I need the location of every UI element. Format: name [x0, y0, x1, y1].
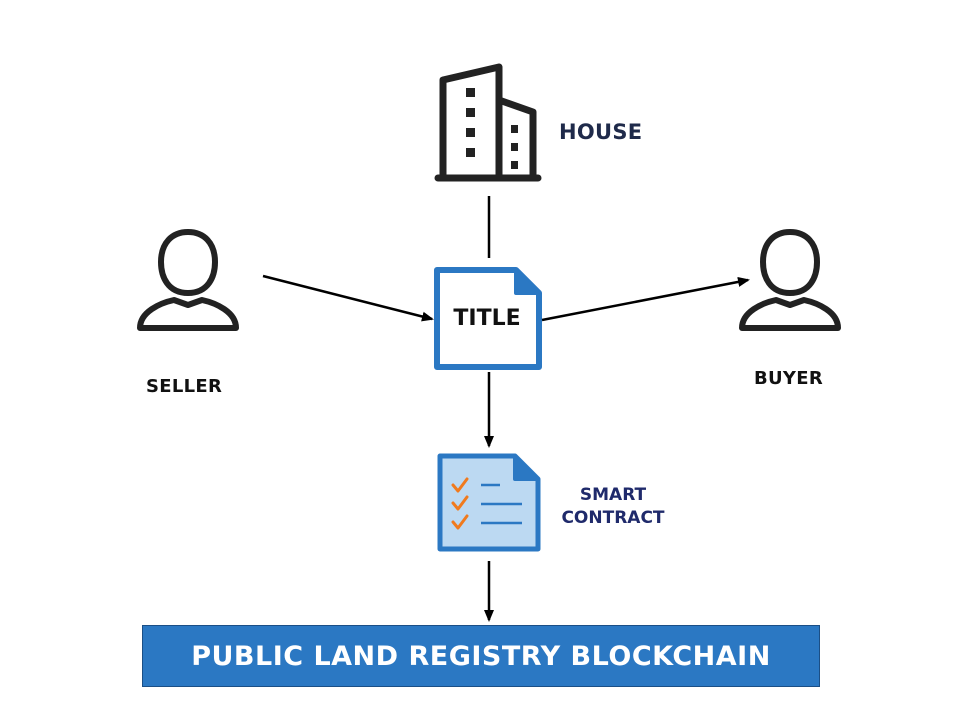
registry-label: PUBLIC LAND REGISTRY BLOCKCHAIN	[191, 640, 771, 672]
seller-label: SELLER	[146, 376, 223, 397]
seller-person-icon	[137, 228, 239, 331]
smart-contract-label-line2: CONTRACT	[561, 508, 665, 528]
contract-checklist-icon	[437, 453, 541, 552]
seller-to-title-arrow	[262, 274, 434, 322]
title-label: TITLE	[453, 306, 521, 331]
buyer-label: BUYER	[754, 368, 824, 389]
title-to-buyer-arrow	[541, 276, 750, 322]
smart-contract-label: SMART CONTRACT	[548, 484, 678, 530]
buyer-person-icon	[739, 228, 841, 331]
smart-contract-label-line1: SMART	[579, 485, 647, 505]
building-icon	[434, 63, 542, 182]
house-label: HOUSE	[559, 120, 643, 144]
title-document-icon	[434, 267, 542, 370]
registry-banner: PUBLIC LAND REGISTRY BLOCKCHAIN	[142, 625, 820, 687]
